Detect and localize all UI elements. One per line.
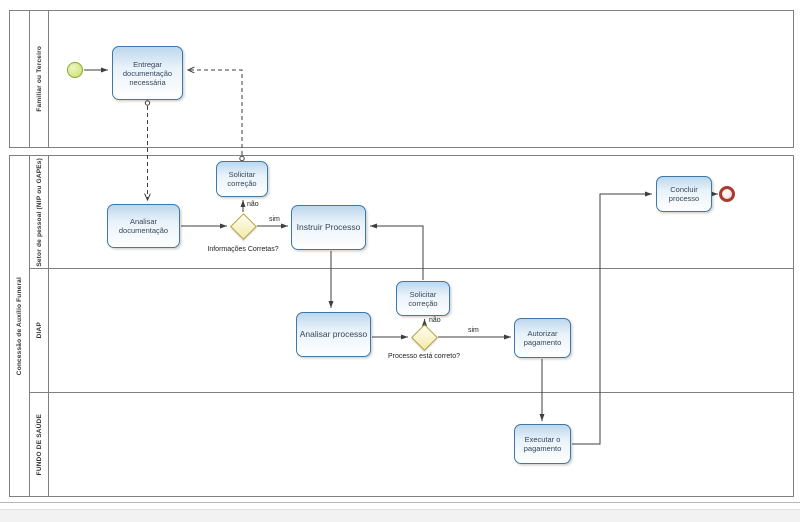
lane-fundo-saude-content — [49, 393, 793, 496]
flow-label-sim-processo: sim — [468, 327, 479, 334]
flow-label-nao-informacoes: não — [247, 201, 259, 208]
lane-familiar-strip: Familiar ou Terceiro — [30, 11, 49, 147]
task-analisar-documentacao[interactable]: Analisar documentação — [107, 204, 180, 248]
lane-diap-label: DIAP — [35, 322, 43, 339]
diagram-bottom-edge — [0, 502, 800, 503]
start-event[interactable] — [67, 62, 83, 78]
end-event[interactable] — [719, 186, 735, 202]
pool-concessao-name: Concessão de Auxílio Funeral — [16, 276, 23, 376]
task-autorizar-pagamento[interactable]: Autorizar pagamento — [514, 318, 571, 358]
pool-concessao-name-strip: Concessão de Auxílio Funeral — [10, 156, 30, 496]
task-solicitar-correcao-diap[interactable]: Solicitar correção — [396, 281, 450, 316]
task-concluir-processo[interactable]: Concluir processo — [656, 176, 712, 212]
lane-fundo-saude-label: FUNDO DE SAÚDE — [35, 413, 43, 476]
task-executar-pagamento[interactable]: Executar o pagamento — [514, 424, 571, 464]
lane-familiar-label: Familiar ou Terceiro — [35, 46, 43, 112]
gateway-informacoes-corretas-label: Informações Corretas? — [207, 246, 279, 253]
horizontal-scrollbar[interactable] — [0, 509, 800, 522]
gateway-processo-correto-label: Processo está correto? — [388, 353, 460, 360]
task-instruir-processo[interactable]: Instruir Processo — [291, 205, 366, 250]
lane-setor-pessoal-label: Setor de pessoal (NIP ou GAPEs) — [35, 157, 43, 267]
lane-fundo-saude-strip: FUNDO DE SAÚDE — [30, 393, 49, 496]
task-entregar-documentacao[interactable]: Entregar documentação necessária — [112, 46, 183, 100]
flow-label-sim-informacoes: sim — [269, 216, 280, 223]
task-analisar-processo[interactable]: Analisar processo — [296, 312, 371, 357]
lane-diap-strip: DIAP — [30, 269, 49, 392]
task-solicitar-correcao-pessoal[interactable]: Solicitar correção — [216, 161, 268, 197]
lane-setor-pessoal-strip: Setor de pessoal (NIP ou GAPEs) — [30, 156, 49, 268]
flow-label-nao-processo: não — [429, 317, 441, 324]
pool-familiar-name-strip — [10, 11, 30, 147]
